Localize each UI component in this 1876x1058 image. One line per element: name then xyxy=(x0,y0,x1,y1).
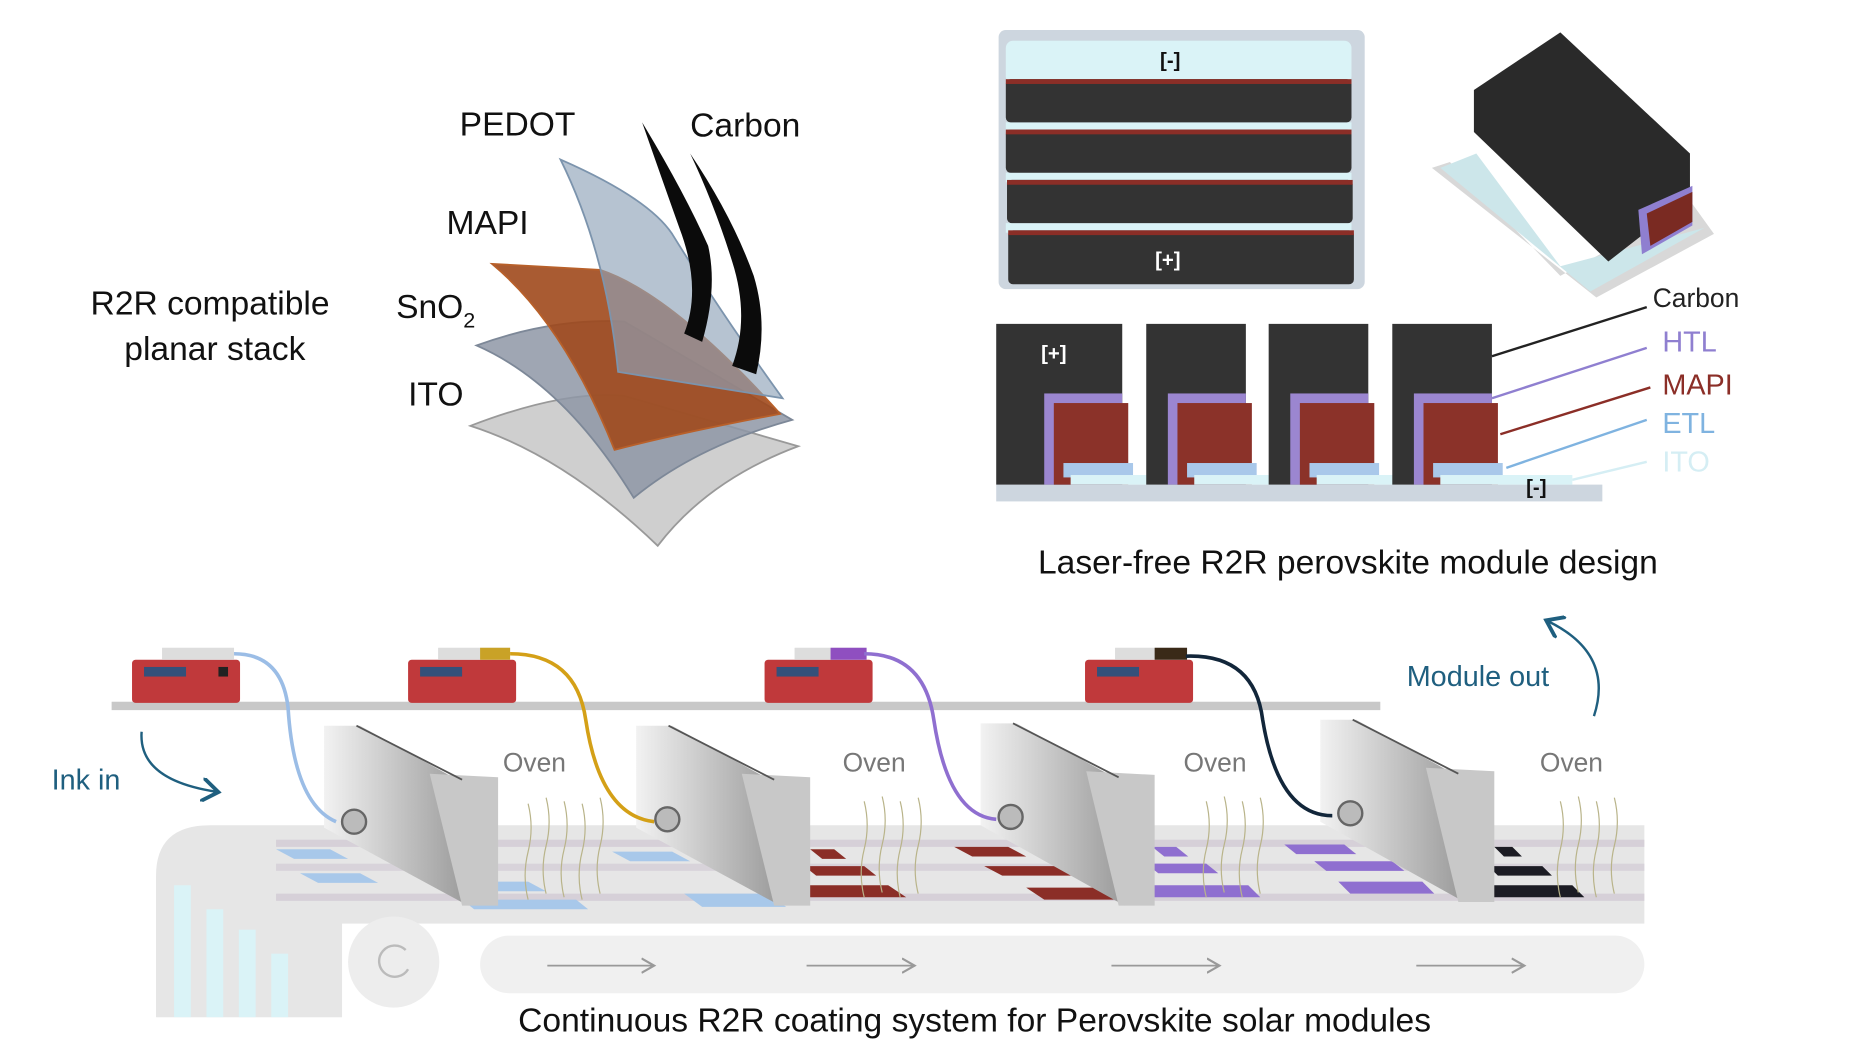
oven-label: Oven xyxy=(503,747,566,777)
coating-system: Oven Oven Oven Oven Ink in Module out xyxy=(52,621,1645,1018)
ink-tubes xyxy=(234,651,997,824)
roller xyxy=(348,916,440,1008)
module-top-view: [-] [+] xyxy=(998,29,1365,290)
cross-negative-terminal: [-] xyxy=(1526,477,1546,499)
cell xyxy=(1146,323,1281,485)
slot-die xyxy=(324,724,499,906)
syringe-pump xyxy=(408,647,517,703)
stack-title-line2: planar stack xyxy=(124,331,305,368)
legend-htl: HTL xyxy=(1662,326,1716,358)
top-positive-terminal: [+] xyxy=(1155,249,1180,271)
legend-ito: ITO xyxy=(1662,446,1709,478)
module-out-arrow xyxy=(1548,621,1600,717)
module-3d-view xyxy=(1431,32,1714,298)
slot-die xyxy=(1320,718,1495,903)
slot-die xyxy=(980,722,1155,906)
carbon-strip-1 xyxy=(642,122,712,342)
legend-carbon: Carbon xyxy=(1653,283,1740,313)
syringe-pump xyxy=(132,647,241,703)
label-mapi: MAPI xyxy=(446,205,528,242)
cell-strips xyxy=(1005,79,1354,285)
coated-stripes xyxy=(276,844,1585,910)
cell xyxy=(996,323,1158,485)
label-carbon: Carbon xyxy=(690,108,800,145)
label-ito: ITO xyxy=(408,376,463,413)
syringe-pump xyxy=(1085,647,1194,703)
module-cross-section: [+] [-] Carbon HTL MAPI ETL ITO xyxy=(996,283,1740,502)
syringe-pump xyxy=(764,647,873,703)
layer-legend-leaders xyxy=(1491,305,1651,481)
ink-in-arrow xyxy=(140,731,216,792)
module-caption: Laser-free R2R perovskite module design xyxy=(1038,544,1658,581)
label-pedot: PEDOT xyxy=(460,107,576,144)
planar-stack: R2R compatible planar stack PEDOT Carbon… xyxy=(91,107,802,548)
ink-in-label: Ink in xyxy=(52,764,121,796)
oven-heat xyxy=(524,796,1618,900)
oven-label: Oven xyxy=(843,747,906,777)
top-negative-terminal: [-] xyxy=(1160,50,1180,72)
cross-positive-terminal: [+] xyxy=(1041,343,1066,365)
carbon-strip-2 xyxy=(690,153,762,375)
rotate-icon xyxy=(377,944,410,978)
oven-label: Oven xyxy=(1540,747,1603,777)
legend-etl: ETL xyxy=(1662,408,1715,440)
coating-caption: Continuous R2R coating system for Perovs… xyxy=(518,1003,1431,1040)
pump-shelf xyxy=(111,701,1381,711)
oven-label: Oven xyxy=(1183,747,1246,777)
cell xyxy=(1268,323,1404,485)
label-sno2: SnO2 xyxy=(396,289,475,333)
slot-die xyxy=(636,724,811,906)
cell xyxy=(1392,323,1573,485)
stack-title-line1: R2R compatible xyxy=(91,285,330,322)
module-out-label: Module out xyxy=(1407,661,1549,693)
legend-mapi: MAPI xyxy=(1662,370,1732,402)
pedot-layer xyxy=(558,157,785,400)
